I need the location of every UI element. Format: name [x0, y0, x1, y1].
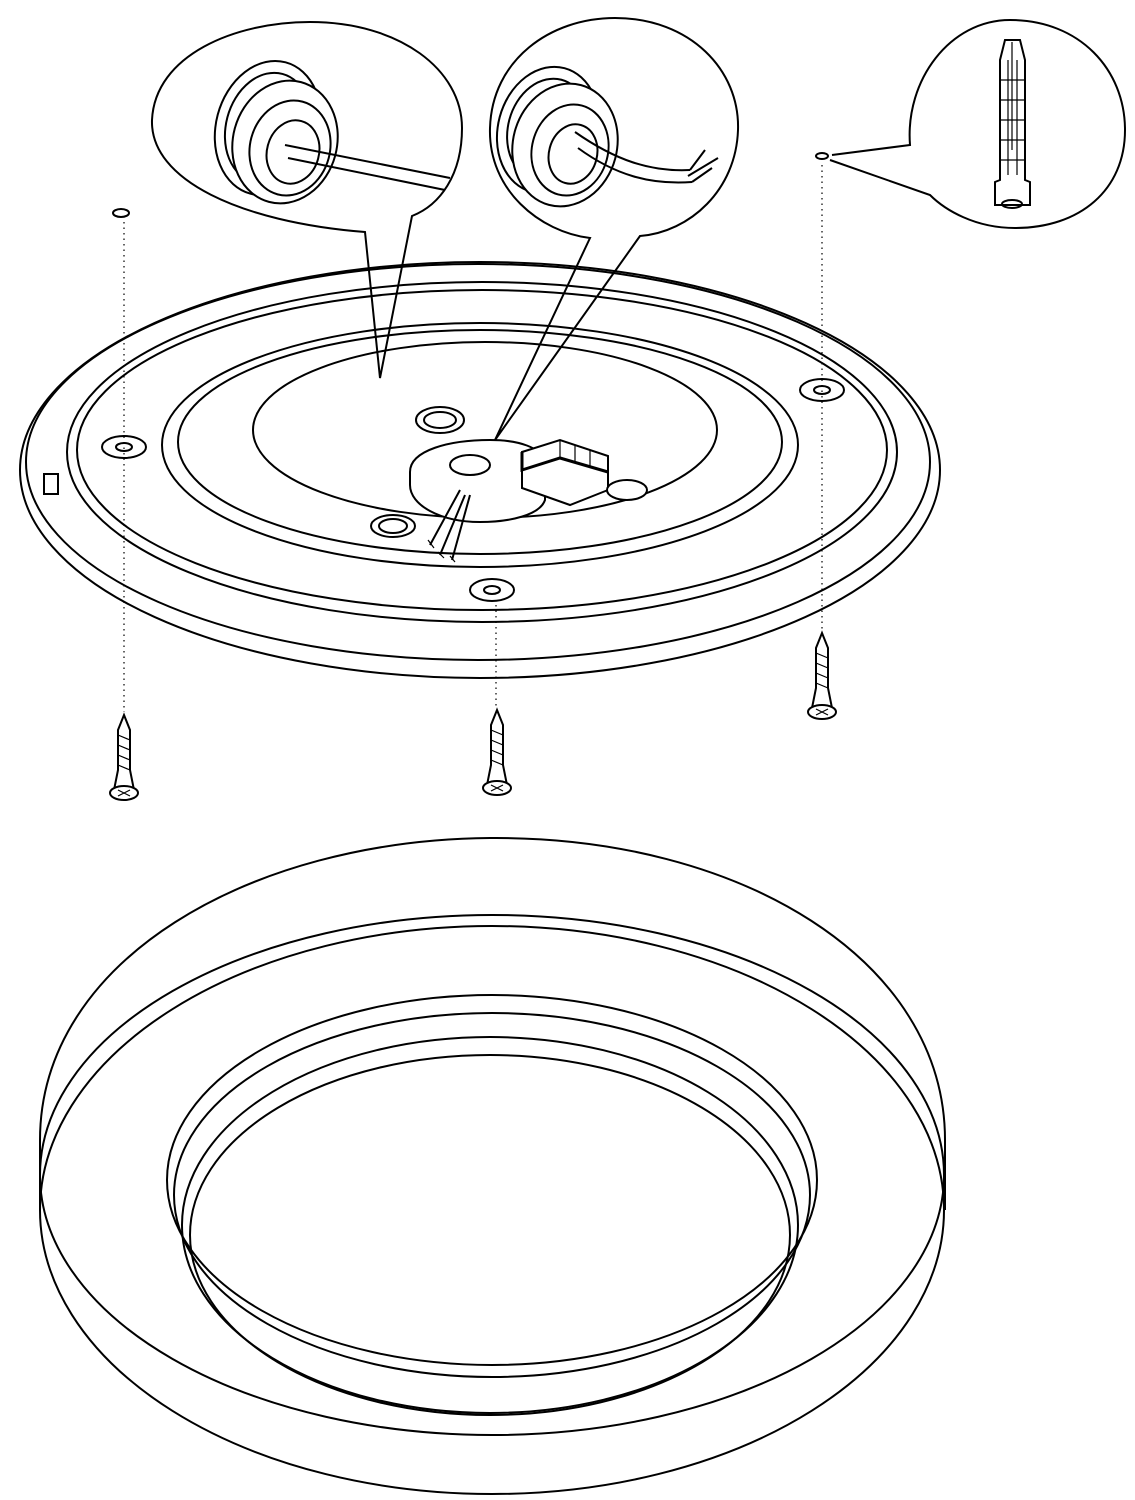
wall-plug-icon: [994, 39, 1031, 209]
screw-hole-right: [799, 378, 845, 402]
mounting-plate-base: [19, 261, 941, 679]
ring-diffuser-cover: [39, 836, 946, 1495]
screw-hole-left: [101, 435, 147, 459]
wall-plug-callout: [815, 18, 1127, 230]
screw-hole-front: [469, 578, 515, 602]
screw-left: [109, 712, 139, 801]
screw-right: [807, 630, 837, 720]
alignment-lines: [112, 165, 823, 712]
screw-icon: [109, 712, 139, 801]
base-plate-icon: [19, 261, 941, 679]
screw-icon: [482, 707, 512, 796]
wall-plug-marker-left: [112, 208, 130, 218]
screw-icon: [807, 630, 837, 720]
screw-center: [482, 707, 512, 796]
grommet-closed-callout: [150, 20, 464, 379]
grommet-cable-callout: [488, 16, 740, 441]
grommet-with-cable-icon: [495, 65, 719, 208]
grommet-closed-icon: [213, 59, 451, 205]
diffuser-ring-icon: [39, 836, 946, 1495]
